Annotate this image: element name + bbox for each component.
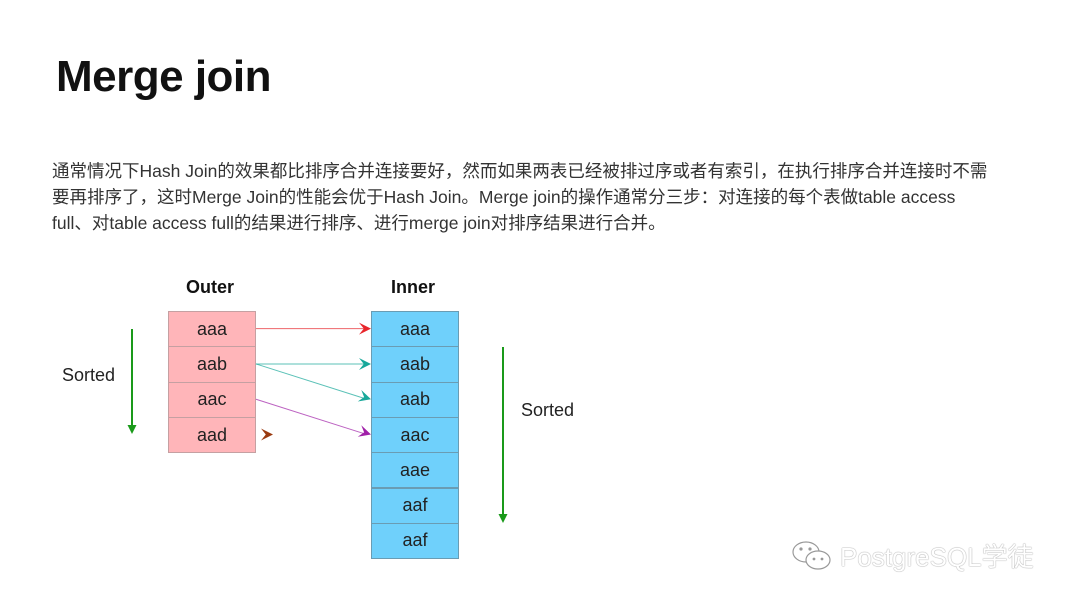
outer-row: aad [168,416,256,454]
paragraph-line: 要再排序了，这时Merge Join的性能会优于Hash Join。Merge … [52,187,956,207]
inner-row: aaf [371,522,459,560]
inner-row: aab [371,381,459,418]
description-paragraph: 通常情况下Hash Join的效果都比排序合并连接要好，然而如果两表已经被排过序… [52,158,1032,236]
match-link-arrow-head [359,322,371,335]
watermark-text: PostgreSQL学徒 [840,542,1034,572]
sorted-arrow-outer-head [127,425,137,434]
pending-arrow-head [261,428,273,441]
match-link-line [255,363,368,400]
inner-row: aaa [371,311,459,348]
match-link-line [255,398,368,436]
outer-row: aaa [168,311,256,348]
outer-header: Outer [186,277,235,297]
sorted-arrow-inner-head [498,514,508,523]
match-link-arrow-head [357,389,371,402]
paragraph-line: 通常情况下Hash Join的效果都比排序合并连接要好，然而如果两表已经被排过序… [52,161,988,181]
inner-row: aaf [371,487,459,524]
wechat-icon [792,540,831,570]
watermark: PostgreSQL学徒 [790,537,1034,574]
paragraph-line: full、对table access full的结果进行排序、进行merge j… [52,213,666,233]
match-link-arrow-head [359,357,371,370]
match-link-arrow-head [357,425,371,437]
outer-row: aab [168,346,256,383]
sorted-label-inner: Sorted [521,400,575,420]
sorted-label-outer: Sorted [62,365,116,385]
slide-title: Merge join [56,52,272,101]
outer-row: aac [168,381,256,418]
inner-header: Inner [391,277,436,297]
inner-row: aac [371,416,459,454]
